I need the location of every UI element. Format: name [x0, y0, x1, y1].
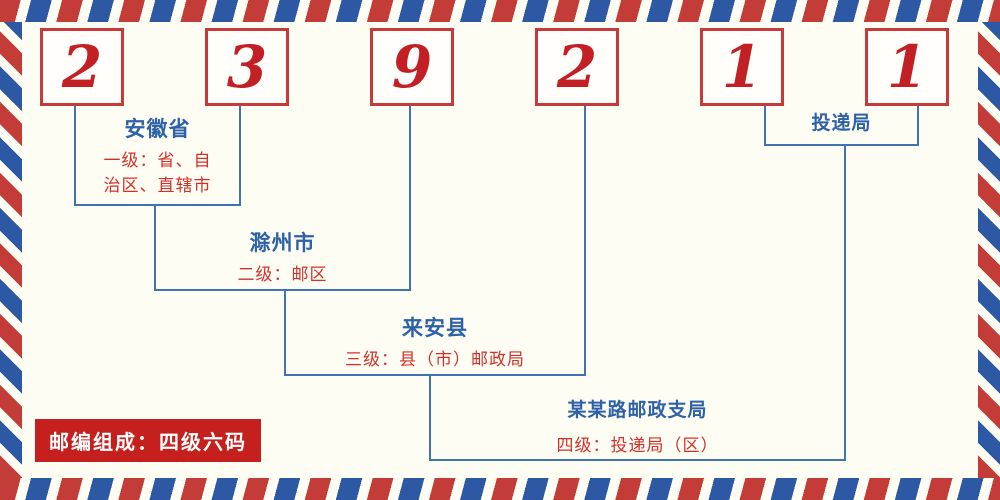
- connector-level1-right: [239, 106, 241, 206]
- connector-level1-left: [74, 106, 76, 206]
- connector-delivery-right: [917, 106, 919, 146]
- airmail-border-bottom: [0, 478, 1000, 500]
- level2-title: 滁州市: [249, 231, 316, 255]
- digit-box-4: 2: [535, 28, 619, 106]
- connector-level2-bottom: [154, 289, 411, 291]
- digit-box-1: 2: [40, 28, 124, 106]
- level2-desc: 二级：邮区: [237, 265, 328, 285]
- airmail-border-top: [0, 0, 1000, 22]
- digit-3: 9: [391, 33, 433, 101]
- connector-level3-left: [284, 291, 286, 376]
- connector-level4-left: [429, 376, 431, 461]
- connector-level4-right: [844, 146, 846, 461]
- digit-5: 1: [721, 33, 763, 101]
- digit-box-2: 3: [205, 28, 289, 106]
- annotation-level3: 来安县 三级：县（市）邮政局: [284, 312, 586, 373]
- connector-level2-left: [154, 206, 156, 291]
- connector-delivery-bottom: [764, 144, 919, 146]
- level4-title: 某某路邮政支局: [567, 399, 708, 421]
- level3-title: 来安县: [402, 316, 468, 340]
- airmail-border-left: [0, 22, 22, 478]
- digit-box-5: 1: [700, 28, 784, 106]
- connector-level4-bottom: [429, 459, 846, 461]
- connector-level3-right: [584, 106, 586, 376]
- connector-level3-bottom: [284, 374, 586, 376]
- level1-desc: 一级：省、自治区、直辖市: [103, 151, 212, 196]
- composition-badge: 邮编组成：四级六码: [35, 419, 261, 462]
- level3-desc: 三级：县（市）邮政局: [345, 350, 525, 370]
- digit-1: 2: [61, 33, 103, 101]
- level1-title: 安徽省: [124, 117, 191, 141]
- digit-2: 3: [226, 33, 268, 101]
- digit-box-3: 9: [370, 28, 454, 106]
- digit-box-6: 1: [865, 28, 949, 106]
- connector-level1-bottom: [74, 204, 241, 206]
- airmail-border-right: [978, 22, 1000, 478]
- annotation-level1: 安徽省 一级：省、自治区、直辖市: [74, 113, 241, 198]
- annotation-level2: 滁州市 二级：邮区: [154, 227, 411, 288]
- connector-delivery-left: [764, 106, 766, 146]
- annotation-level4: 某某路邮政支局 四级：投递局（区）: [429, 395, 846, 459]
- annotation-delivery: 投递局: [764, 108, 919, 135]
- delivery-title: 投递局: [811, 112, 872, 134]
- connector-level2-right: [409, 106, 411, 291]
- digit-6: 1: [886, 33, 928, 101]
- level4-desc: 四级：投递局（区）: [556, 436, 719, 456]
- digit-4: 2: [556, 33, 598, 101]
